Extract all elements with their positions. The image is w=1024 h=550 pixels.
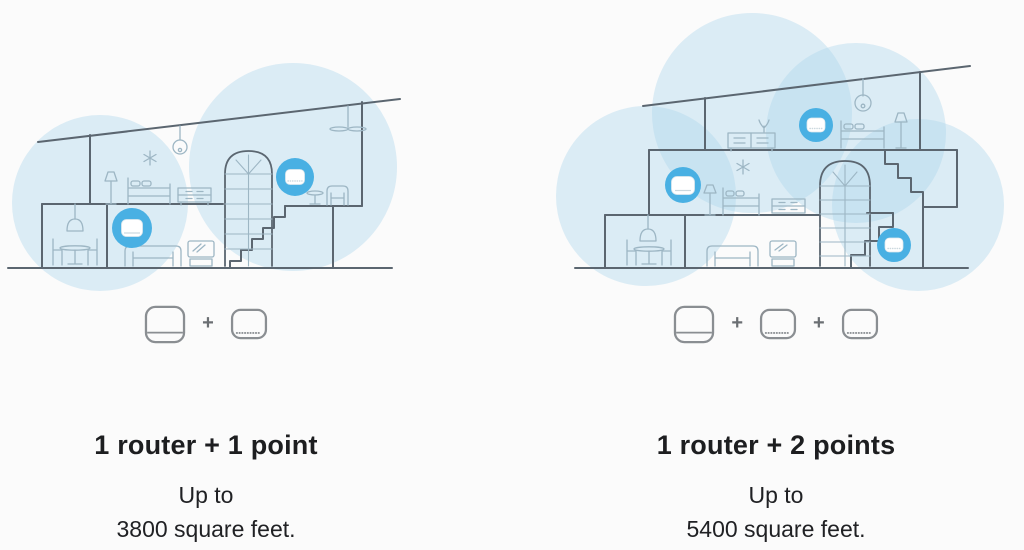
capacity-line: 5400 square feet.	[686, 516, 866, 542]
left-devices-row: +	[0, 302, 412, 346]
router-badge	[665, 167, 701, 203]
dining-table	[59, 245, 91, 265]
option-title: 1 router + 1 point	[94, 430, 318, 460]
houses-illustration	[7, 13, 1004, 291]
pendant-lamp	[66, 203, 84, 232]
pendant-lamp	[639, 214, 657, 242]
armchair	[326, 185, 349, 206]
furniture	[626, 214, 797, 267]
option-capacity: Up to 3800 square feet.	[0, 478, 412, 546]
furniture	[727, 78, 908, 152]
router-icon	[144, 305, 186, 344]
house-structure	[574, 65, 971, 269]
floor-lamp	[894, 112, 908, 149]
snowflake-symbol	[736, 159, 750, 175]
plus-sign: +	[813, 312, 825, 334]
dining-chairs	[52, 238, 98, 266]
pendant-light	[172, 125, 188, 155]
media-console	[727, 132, 776, 152]
left-house	[7, 63, 401, 291]
point-icon	[759, 308, 797, 340]
house-structure	[7, 98, 401, 269]
router-icon	[673, 305, 715, 344]
snowflake-symbol	[143, 150, 157, 166]
staircase-lower	[850, 212, 894, 269]
bed	[840, 120, 885, 149]
floor-lamp	[703, 184, 717, 216]
point-badge	[877, 228, 911, 262]
plant	[758, 119, 770, 133]
tv	[187, 240, 215, 267]
option-capacity: Up to 5400 square feet.	[566, 478, 986, 546]
plus-sign: +	[731, 312, 743, 334]
point-badge	[799, 108, 833, 142]
pendant-light	[854, 78, 872, 112]
arched-window	[819, 160, 871, 267]
coverage-circles	[556, 13, 1004, 291]
dining-table	[633, 246, 665, 265]
option-left: + 1 router + 1 point Up to 3800 square f…	[0, 0, 412, 550]
coverage-circle	[832, 119, 1004, 291]
floor-lamp	[104, 171, 118, 205]
bed	[127, 177, 171, 205]
option-right: + + 1 router + 2 points Up to 5400 squar…	[566, 0, 986, 550]
coverage-circle	[652, 13, 852, 213]
plus-sign: +	[202, 312, 214, 334]
dresser	[771, 198, 806, 214]
staircase	[229, 205, 286, 269]
point-badge	[276, 158, 314, 196]
point-icon	[230, 308, 268, 340]
furniture	[703, 159, 806, 216]
right-devices-row: + +	[566, 302, 986, 346]
sofa	[124, 245, 182, 267]
side-table	[306, 190, 324, 205]
furniture	[104, 105, 367, 206]
capacity-line: Up to	[178, 482, 234, 508]
tv	[769, 240, 797, 267]
option-title: 1 router + 2 points	[656, 430, 896, 460]
sofa	[706, 245, 759, 267]
right-house	[556, 13, 1004, 291]
dresser	[177, 187, 212, 206]
staircase-upper	[884, 149, 924, 208]
capacity-line: Up to	[748, 482, 804, 508]
point-icon	[841, 308, 879, 340]
router-badge	[112, 208, 152, 248]
capacity-line: 3800 square feet.	[116, 516, 296, 542]
ceiling-fan	[329, 105, 367, 132]
furniture	[52, 203, 215, 267]
bed	[722, 187, 760, 216]
dining-chairs	[626, 239, 672, 266]
arched-window	[224, 150, 273, 267]
